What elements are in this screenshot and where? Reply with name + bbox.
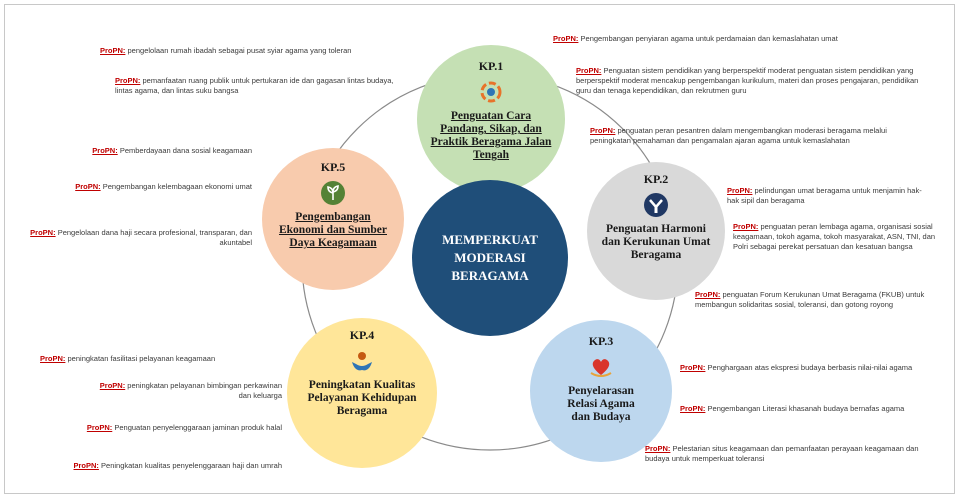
- kp5-note: ProPN: Pengelolaan dana haji secara prof…: [30, 228, 252, 248]
- wheel-icon: [478, 79, 504, 105]
- kp2-note: ProPN: pelindungan umat beragama untuk m…: [727, 186, 932, 206]
- kp2-circle: KP.2 Penguatan Harmoni dan Kerukunan Uma…: [587, 162, 725, 300]
- note-text: Pengembangan penyiaran agama untuk perda…: [580, 34, 838, 43]
- propn-tag: ProPN:: [695, 290, 721, 299]
- diagram-frame: [4, 4, 955, 494]
- propn-tag: ProPN:: [590, 126, 616, 135]
- note-text: Penguatan sistem pendidikan yang berpers…: [576, 66, 919, 95]
- propn-tag: ProPN:: [733, 222, 759, 231]
- care-hands-icon: [349, 348, 375, 374]
- kp1-note: ProPN: Penguatan sistem pendidikan yang …: [576, 66, 921, 96]
- note-text: penguatan peran pesantren dalam mengemba…: [590, 126, 887, 145]
- note-text: Pelestarian situs keagamaan dan pemanfaa…: [645, 444, 919, 463]
- propn-tag: ProPN:: [86, 423, 113, 432]
- propn-tag: ProPN:: [115, 76, 141, 85]
- plant-icon: [320, 180, 346, 206]
- kp5-circle: KP.5 Pengembangan Ekonomi dan Sumber Day…: [262, 148, 404, 290]
- note-text: peningkatan pelayanan bimbingan perkawin…: [127, 381, 282, 400]
- kp1-note: ProPN: pengelolaan rumah ibadah sebagai …: [100, 46, 392, 56]
- handshake-icon: [643, 192, 669, 218]
- kp1-note: ProPN: pemanfaatan ruang publik untuk pe…: [115, 76, 395, 96]
- kp1-note: ProPN: penguatan peran pesantren dalam m…: [590, 126, 925, 146]
- kp3-note: ProPN: Pengembangan Literasi khasanah bu…: [680, 404, 930, 414]
- kp5-note: ProPN: Pemberdayaan dana sosial keagamaa…: [60, 146, 252, 156]
- propn-tag: ProPN:: [680, 363, 706, 372]
- kp3-code: KP.3: [588, 334, 614, 348]
- note-text: Pengembangan kelembagaan ekonomi umat: [102, 182, 252, 191]
- propn-tag: ProPN:: [73, 461, 99, 470]
- kp3-note: ProPN: Pelestarian situs keagamaan dan p…: [645, 444, 945, 464]
- center-circle: MEMPERKUAT MODERASI BERAGAMA: [412, 180, 568, 336]
- kp3-circle: KP.3 Penyelarasan Relasi Agama dan Buday…: [530, 320, 672, 462]
- propn-tag: ProPN:: [576, 66, 602, 75]
- kp2-note: ProPN: penguatan Forum Kerukunan Umat Be…: [695, 290, 945, 310]
- propn-tag: ProPN:: [92, 146, 118, 155]
- kp4-title: Peningkatan Kualitas Pelayanan Kehidupan…: [307, 379, 417, 417]
- note-text: penguatan Forum Kerukunan Umat Beragama …: [695, 290, 925, 309]
- propn-tag: ProPN:: [553, 34, 579, 43]
- propn-tag: ProPN:: [680, 404, 706, 413]
- kp1-code: KP.1: [478, 59, 504, 73]
- note-text: Pengelolaan dana haji secara profesional…: [57, 228, 252, 247]
- note-text: pelindungan umat beragama untuk menjamin…: [727, 186, 922, 205]
- kp1-note: ProPN: Pengembangan penyiaran agama untu…: [553, 34, 873, 44]
- propn-tag: ProPN:: [645, 444, 671, 453]
- kp2-title: Penguatan Harmoni dan Kerukunan Umat Ber…: [601, 223, 711, 261]
- propn-tag: ProPN:: [99, 381, 126, 390]
- center-label: MEMPERKUAT MODERASI BERAGAMA: [442, 232, 538, 283]
- propn-tag: ProPN:: [30, 228, 56, 237]
- note-text: Pemberdayaan dana sosial keagamaan: [119, 146, 252, 155]
- note-text: pemanfaatan ruang publik untuk pertukara…: [115, 76, 394, 95]
- note-text: Penguatan penyelenggaraan jaminan produk…: [114, 423, 282, 432]
- kp1-title: Penguatan Cara Pandang, Sikap, dan Prakt…: [430, 110, 552, 161]
- kp4-note: ProPN: Penguatan penyelenggaraan jaminan…: [40, 423, 282, 433]
- note-text: Pengembangan Literasi khasanah budaya be…: [707, 404, 905, 413]
- heart-hands-icon: [588, 354, 614, 380]
- note-text: penguatan peran lembaga agama, organisas…: [733, 222, 936, 251]
- propn-tag: ProPN:: [75, 182, 101, 191]
- kp4-note: ProPN: Peningkatan kualitas penyelenggar…: [40, 461, 282, 471]
- kp4-code: KP.4: [349, 328, 375, 342]
- note-text: Peningkatan kualitas penyelenggaraan haj…: [101, 461, 282, 470]
- propn-tag: ProPN:: [40, 354, 66, 363]
- propn-tag: ProPN:: [727, 186, 753, 195]
- kp1-circle: KP.1 Penguatan Cara Pandang, Sikap, dan …: [417, 45, 565, 193]
- kp4-note: ProPN: peningkatan fasilitasi pelayanan …: [40, 354, 290, 364]
- kp3-title: Penyelarasan Relasi Agama dan Budaya: [567, 385, 635, 423]
- kp4-note: ProPN: peningkatan pelayanan bimbingan p…: [88, 381, 282, 401]
- note-text: Penghargaan atas ekspresi budaya berbasi…: [707, 363, 913, 372]
- note-text: peningkatan fasilitasi pelayanan keagama…: [67, 354, 216, 363]
- kp5-title: Pengembangan Ekonomi dan Sumber Daya Kea…: [278, 211, 387, 249]
- kp5-code: KP.5: [320, 160, 346, 174]
- kp5-note: ProPN: Pengembangan kelembagaan ekonomi …: [60, 182, 252, 192]
- kp2-code: KP.2: [643, 172, 669, 186]
- kp2-note: ProPN: penguatan peran lembaga agama, or…: [733, 222, 938, 252]
- kp4-circle: KP.4 Peningkatan Kualitas Pelayanan Kehi…: [287, 318, 437, 468]
- note-text: pengelolaan rumah ibadah sebagai pusat s…: [127, 46, 352, 55]
- propn-tag: ProPN:: [100, 46, 126, 55]
- kp3-note: ProPN: Penghargaan atas ekspresi budaya …: [680, 363, 942, 373]
